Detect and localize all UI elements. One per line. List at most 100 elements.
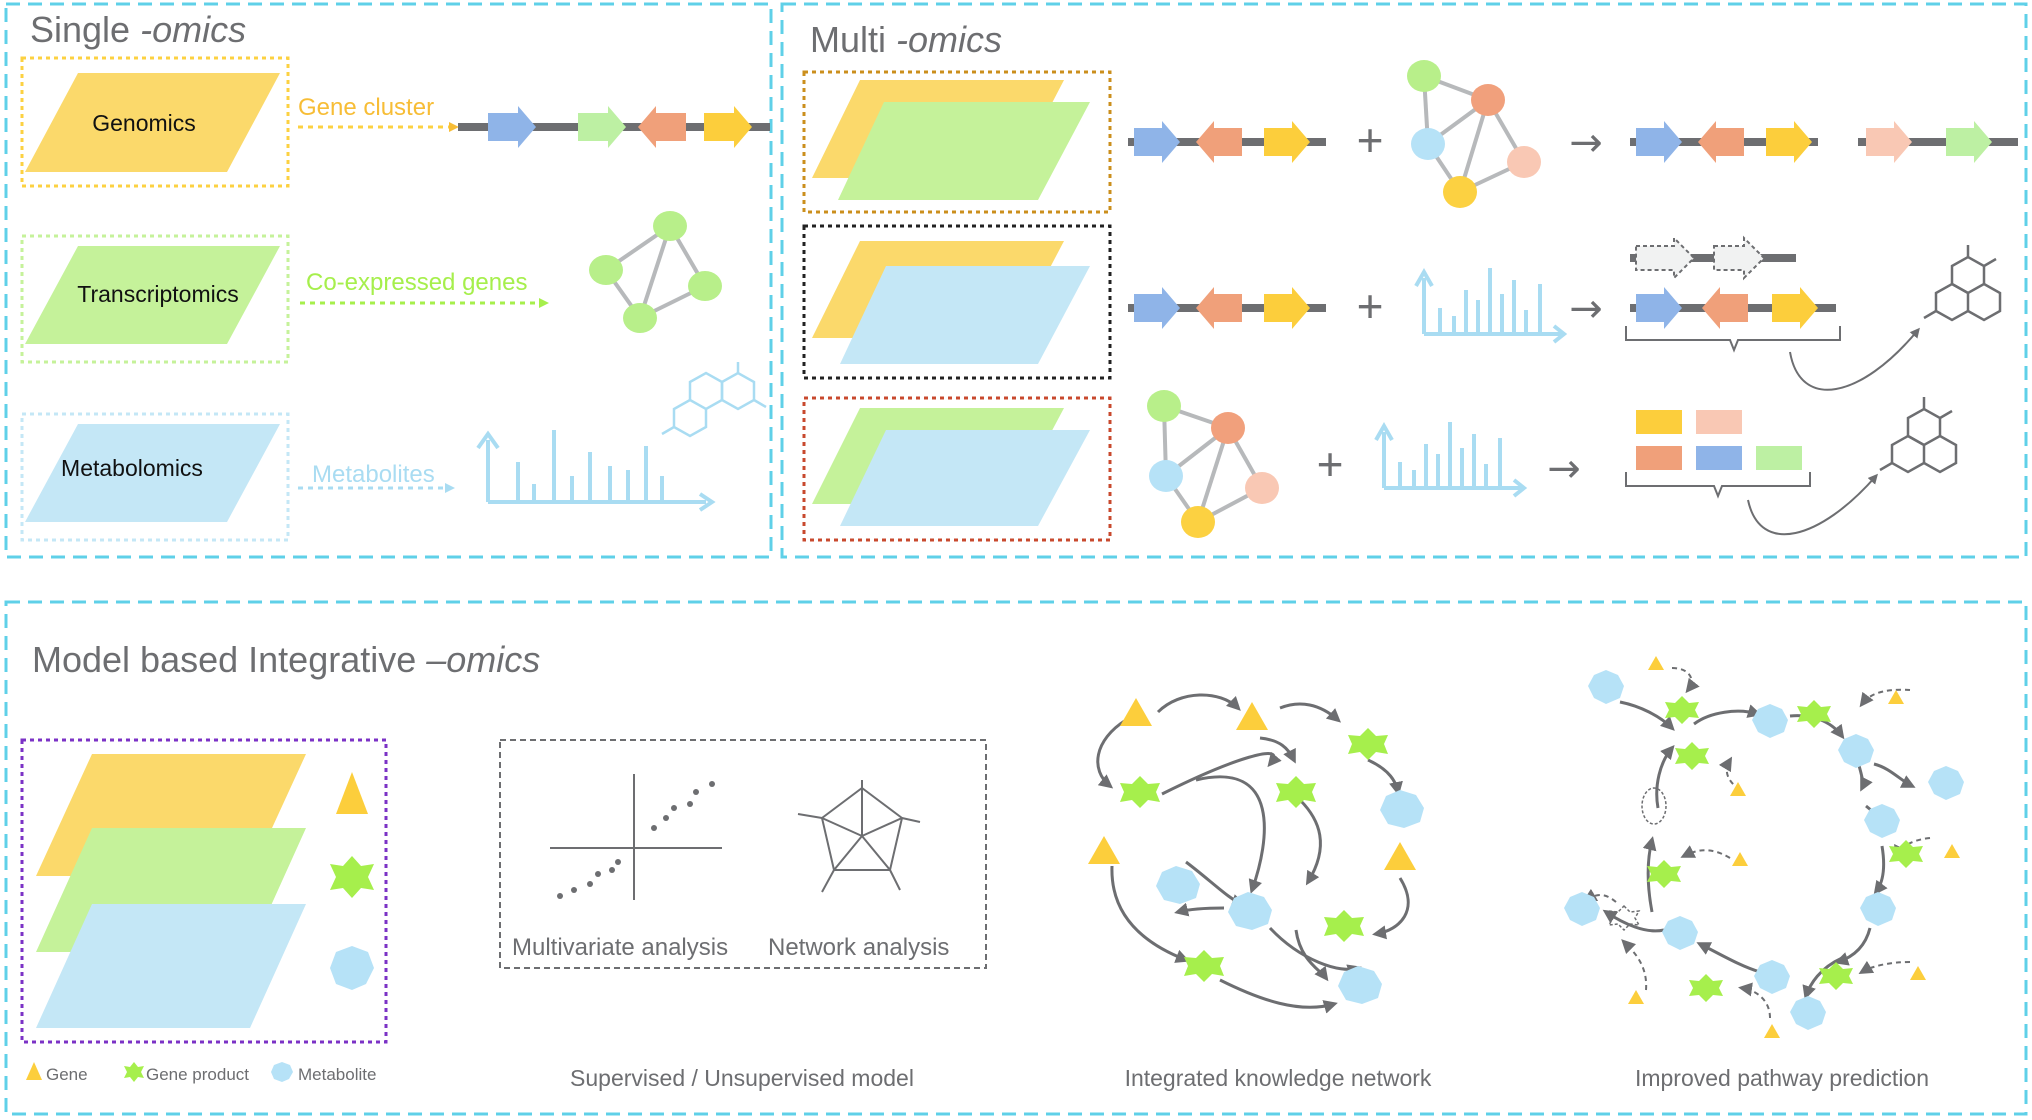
pathway-cycle [1564,656,1964,1038]
gene-arrow-yellow [1264,287,1310,329]
arrow-symbol: → [1547,446,1581,492]
green-layer [838,102,1090,200]
metabolite-legend-icon [271,1062,293,1082]
gene-product-star [1665,696,1699,724]
metabolomics-row: Metabolomics Metabolites [20,362,767,542]
gene-triangle-icon [336,772,368,814]
genomics-row: Genomics Gene cluster [20,56,770,188]
network-node [1443,176,1477,208]
integrated-box [20,738,388,1044]
gene-triangle [1384,842,1416,870]
network-node [589,255,623,285]
gene-triangle [1628,990,1644,1004]
blue-layer [36,904,306,1028]
transcriptomics-parallelogram [25,246,280,344]
gene-triangle [1120,698,1152,726]
gene-triangle [1730,782,1746,796]
arrow-symbol: → [1569,120,1603,166]
gene-arrow-green [1946,121,1992,163]
enzyme-block [1756,446,1802,470]
gene-product-star-icon [330,856,374,898]
metabolite-heptagon [1838,734,1874,768]
genomics-parallelogram [25,73,280,172]
gene-product-star [1184,950,1224,982]
network-node [1507,146,1541,178]
enzyme-block [1636,410,1682,434]
multi-box-black [802,224,1112,380]
gene-arrow-blue [1134,287,1180,329]
gene-triangle [1764,1024,1780,1038]
metabolite-heptagon-icon [330,946,374,990]
plus-sign: + [1357,114,1384,166]
multi-omics-title: Multi -omics [810,19,1002,60]
model-based-frame [4,600,2028,1116]
metabolite-heptagon [1864,804,1900,838]
mass-spectrum-icon [1374,421,1528,498]
legend-gene: Gene [46,1065,88,1084]
network-node [653,211,687,241]
gene-triangle [1910,966,1926,980]
network-node [1211,412,1245,444]
metabolomics-box [20,412,290,542]
gene-arrow-peach [1866,121,1912,163]
curved-arrow [1747,473,1878,536]
metabolite-heptagon [1752,704,1788,738]
gene-product-star [1675,742,1709,770]
transcriptomics-box [20,234,290,364]
transcriptomics-row: Transcriptomics Co-expressed genes [20,211,722,364]
arrow-symbol: → [1569,286,1603,332]
integrated-data-stack [20,738,388,1044]
gene-triangle [1648,656,1664,670]
gene-arrow-blue [488,106,536,148]
metabolite-heptagon [1564,892,1600,926]
gene-arrow-yellow [704,106,752,148]
blue-layer [840,430,1090,526]
blue-layer [840,266,1090,364]
gene-cluster-label: Gene cluster [298,94,434,121]
multi-box-gold [802,70,1112,214]
metabolite-heptagon [1228,892,1272,930]
knowledge-network [1088,693,1424,1014]
curved-arrow [1789,327,1920,391]
missing-gene-product-star [1607,904,1641,932]
metabolite-heptagon [1156,866,1200,904]
metabolite-heptagon [1928,766,1964,800]
missing-metabolite [1641,787,1667,825]
multi-omics-frame [780,2,2028,559]
gene-arrow-blue [1134,121,1180,163]
gene-arrow-yellow [1772,287,1818,329]
molecule-icon [1923,245,2002,322]
mass-spectrum-icon [476,430,716,512]
mass-spectrum-icon [1414,267,1568,344]
metabolite-heptagon [1662,916,1698,950]
gene-arrow-orange [1702,287,1748,329]
gene-arrow-orange [1196,121,1242,163]
legend-metabolite: Metabolite [298,1065,376,1084]
plus-sign: + [1357,280,1384,332]
pathway-arrows [1602,700,1916,1000]
molecule-icon [661,362,767,438]
legend-gene-product: Gene product [146,1065,249,1084]
gene-triangle [1732,852,1748,866]
pathway-caption: Improved pathway prediction [1635,1065,1929,1091]
multi-row-1: + → [802,60,2018,214]
single-omics-title: Single -omics [30,9,246,50]
genomics-box [20,56,290,188]
enzyme-block [1696,446,1742,470]
knowledge-caption: Integrated knowledge network [1125,1065,1432,1091]
plus-sign: + [1317,438,1344,490]
gene-product-star [1689,974,1723,1002]
network-node [1407,60,1441,92]
gene-arrow-orange [638,106,686,148]
gene-product-legend-icon [124,1062,144,1082]
network-node [688,271,722,301]
gene-product-star [1889,840,1923,868]
gene-triangle [1088,836,1120,864]
gene-product-star [1120,776,1160,808]
molecule-icon [1879,397,1958,474]
predicted-gene-arrow [1713,235,1766,281]
gene-product-star [1647,860,1681,888]
metabolomics-label: Metabolomics [61,455,203,481]
grouping-brace [1625,326,1841,353]
network-radar-icon [797,780,921,893]
